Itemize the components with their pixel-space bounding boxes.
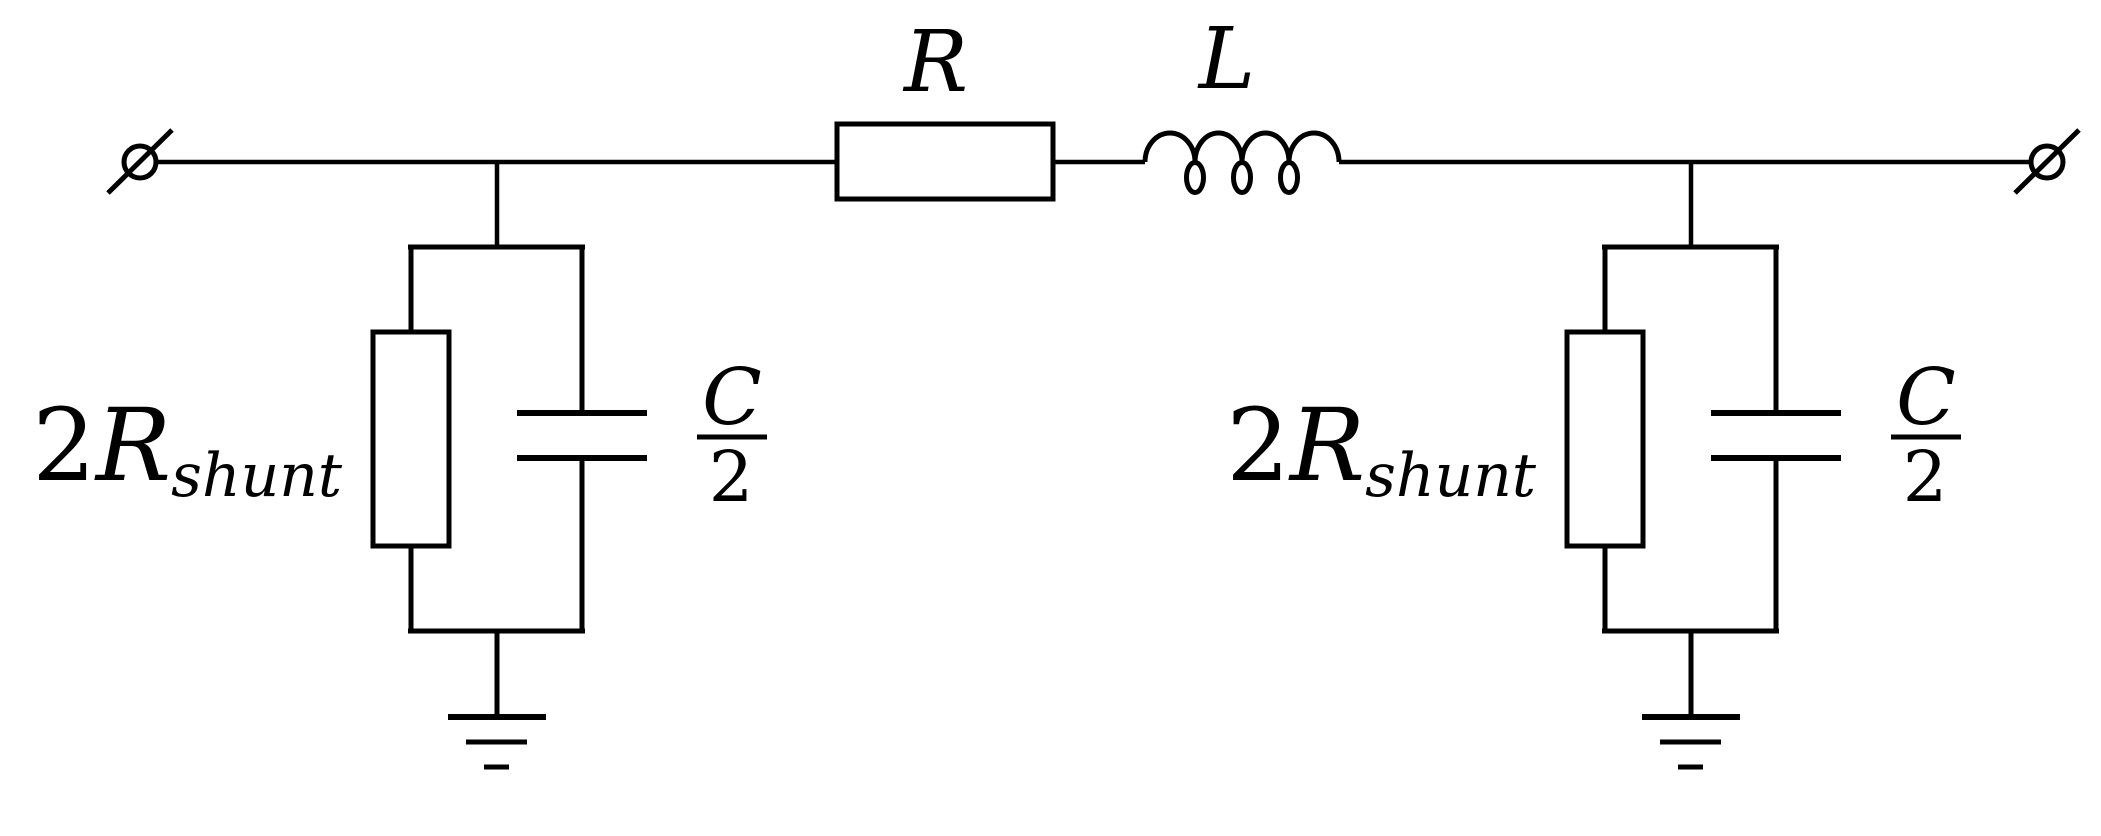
left-shunt-resistor-label: 2Rshunt bbox=[32, 387, 343, 511]
shunt-resistor-body bbox=[1564, 329, 1646, 549]
shunt-resistor-coeff: 2 bbox=[32, 387, 96, 504]
terminal-circle-icon bbox=[121, 143, 159, 181]
series-resistor-label: R bbox=[902, 13, 968, 112]
shunt-resistor-body bbox=[370, 329, 452, 549]
shunt-resistor-subscript: shunt bbox=[171, 441, 343, 511]
cap-fraction-denominator: 2 bbox=[1903, 436, 1948, 518]
inductor-humps bbox=[1142, 130, 1342, 163]
cap-fraction-numerator: C bbox=[1896, 353, 1956, 443]
right-shunt-capacitor-label: C 2 bbox=[1891, 353, 1961, 518]
right-ground-symbol bbox=[1642, 631, 1740, 770]
inductor-loop bbox=[1231, 160, 1253, 195]
inductor-loop bbox=[1278, 160, 1300, 195]
cap-fraction-denominator: 2 bbox=[709, 436, 754, 518]
terminal-slash-icon bbox=[106, 128, 174, 195]
left-shunt-branch: 2Rshunt C 2 bbox=[32, 162, 767, 770]
terminal-slash-icon bbox=[2013, 128, 2081, 195]
left-port-terminal bbox=[106, 128, 174, 195]
left-ground-symbol bbox=[448, 631, 546, 770]
left-shunt-capacitor-label: C 2 bbox=[697, 353, 767, 518]
resistor-body bbox=[834, 121, 1056, 202]
cap-fraction-numerator: C bbox=[702, 353, 762, 443]
right-shunt-branch: 2Rshunt C 2 bbox=[1226, 162, 1961, 770]
series-inductor: L bbox=[1142, 10, 1342, 195]
series-resistor: R bbox=[834, 13, 1056, 202]
series-inductor-label: L bbox=[1197, 10, 1255, 109]
shunt-resistor-subscript: shunt bbox=[1365, 441, 1537, 511]
right-port-terminal bbox=[2013, 128, 2081, 195]
right-shunt-resistor-label: 2Rshunt bbox=[1226, 387, 1537, 511]
shunt-resistor-symbol: R bbox=[1288, 387, 1365, 504]
shunt-resistor-symbol: R bbox=[94, 387, 171, 504]
terminal-circle-icon bbox=[2028, 143, 2066, 181]
inductor-loop bbox=[1184, 160, 1206, 195]
shunt-resistor-coeff: 2 bbox=[1226, 387, 1290, 504]
